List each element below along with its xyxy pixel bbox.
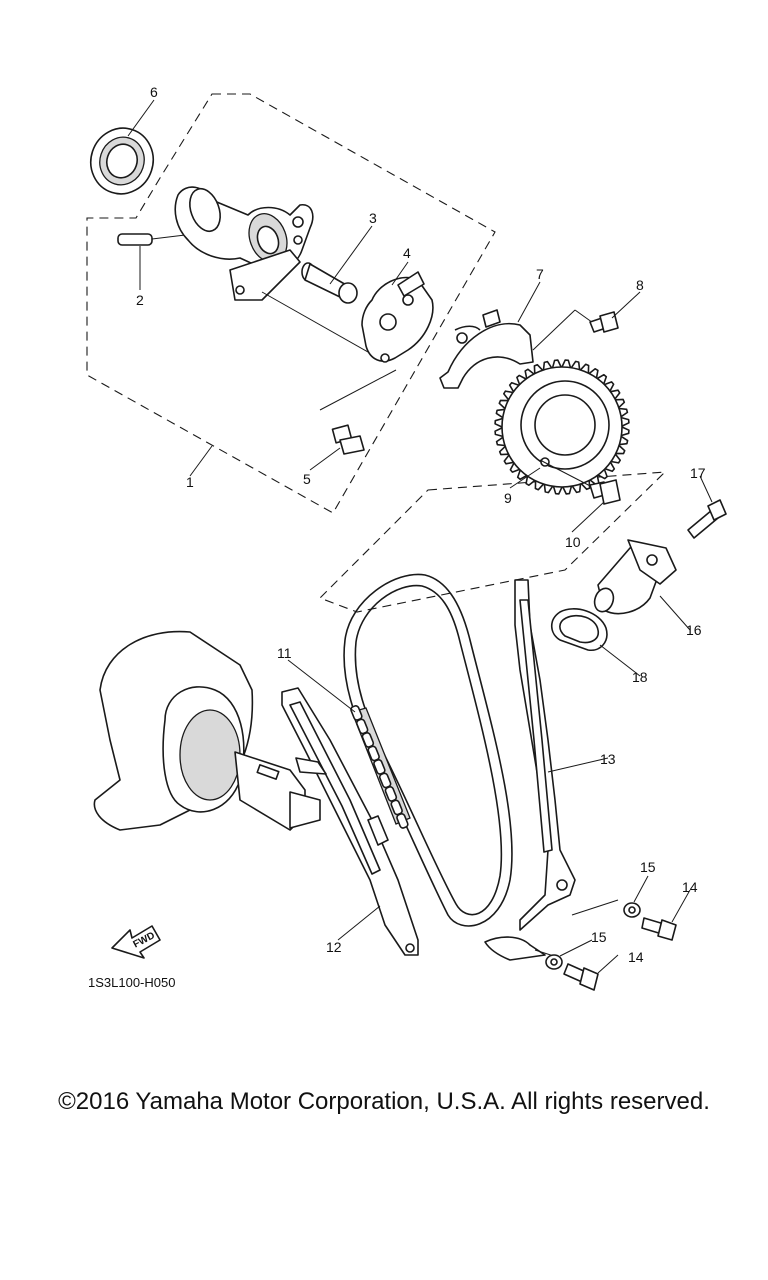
callout-11: 11 [277,645,292,661]
decompressor-plate-part [361,271,434,363]
bolt-part-17 [687,499,727,539]
camshaft-part [174,186,383,361]
chain-sample-part [350,705,411,829]
callout-3: 3 [369,210,377,226]
callout-18: 18 [632,669,648,685]
callout-1: 1 [186,474,194,490]
tensioner-part [593,539,677,615]
chain-guide-part-12 [281,687,419,956]
washer-part-15a [623,902,641,918]
bolt-part-10 [589,479,621,505]
copyright-notice: ©2016 Yamaha Motor Corporation, U.S.A. A… [58,1088,710,1115]
callout-numbers: 1 2 3 4 5 6 7 8 9 10 11 12 13 14 14 15 1… [136,84,706,965]
gasket-part [550,608,608,652]
callout-9: 9 [504,490,512,506]
callout-10: 10 [565,534,581,550]
callout-6: 6 [150,84,158,100]
chain-guide-part-13 [484,579,619,961]
camshaft-assembly-boundary [86,93,496,514]
crankshaft-part [93,630,321,831]
callout-7: 7 [536,266,544,282]
callout-leaders [127,99,713,974]
callout-14b: 14 [628,949,644,965]
callout-15a: 15 [640,859,656,875]
chain-link [396,813,409,829]
callout-2: 2 [136,292,144,308]
diagram-code: 1S3L100-H050 [88,975,175,990]
bearing-part [90,127,154,195]
washer-part-15b [545,954,563,970]
callout-13: 13 [600,751,616,767]
cam-sprocket-part [494,359,630,495]
callout-15b: 15 [591,929,607,945]
decompressor-shaft-part [301,262,358,304]
timing-assembly-boundary [319,471,667,613]
bolt-part-5 [319,369,397,455]
callout-4: 4 [403,245,411,261]
callout-16: 16 [686,622,702,638]
bolt-part-14a [641,917,677,941]
callout-12: 12 [326,939,342,955]
bolt-part-14b [563,963,599,991]
callout-14a: 14 [682,879,698,895]
fwd-arrow-icon: FWD [111,925,161,959]
bolt-part-8 [589,311,619,333]
callout-5: 5 [303,471,311,487]
chain-link [350,705,363,721]
callout-17: 17 [690,465,706,481]
parts-diagram: FWD 1S3L100-H050 1 2 3 4 5 6 7 8 9 10 [86,84,727,991]
callout-8: 8 [636,277,644,293]
